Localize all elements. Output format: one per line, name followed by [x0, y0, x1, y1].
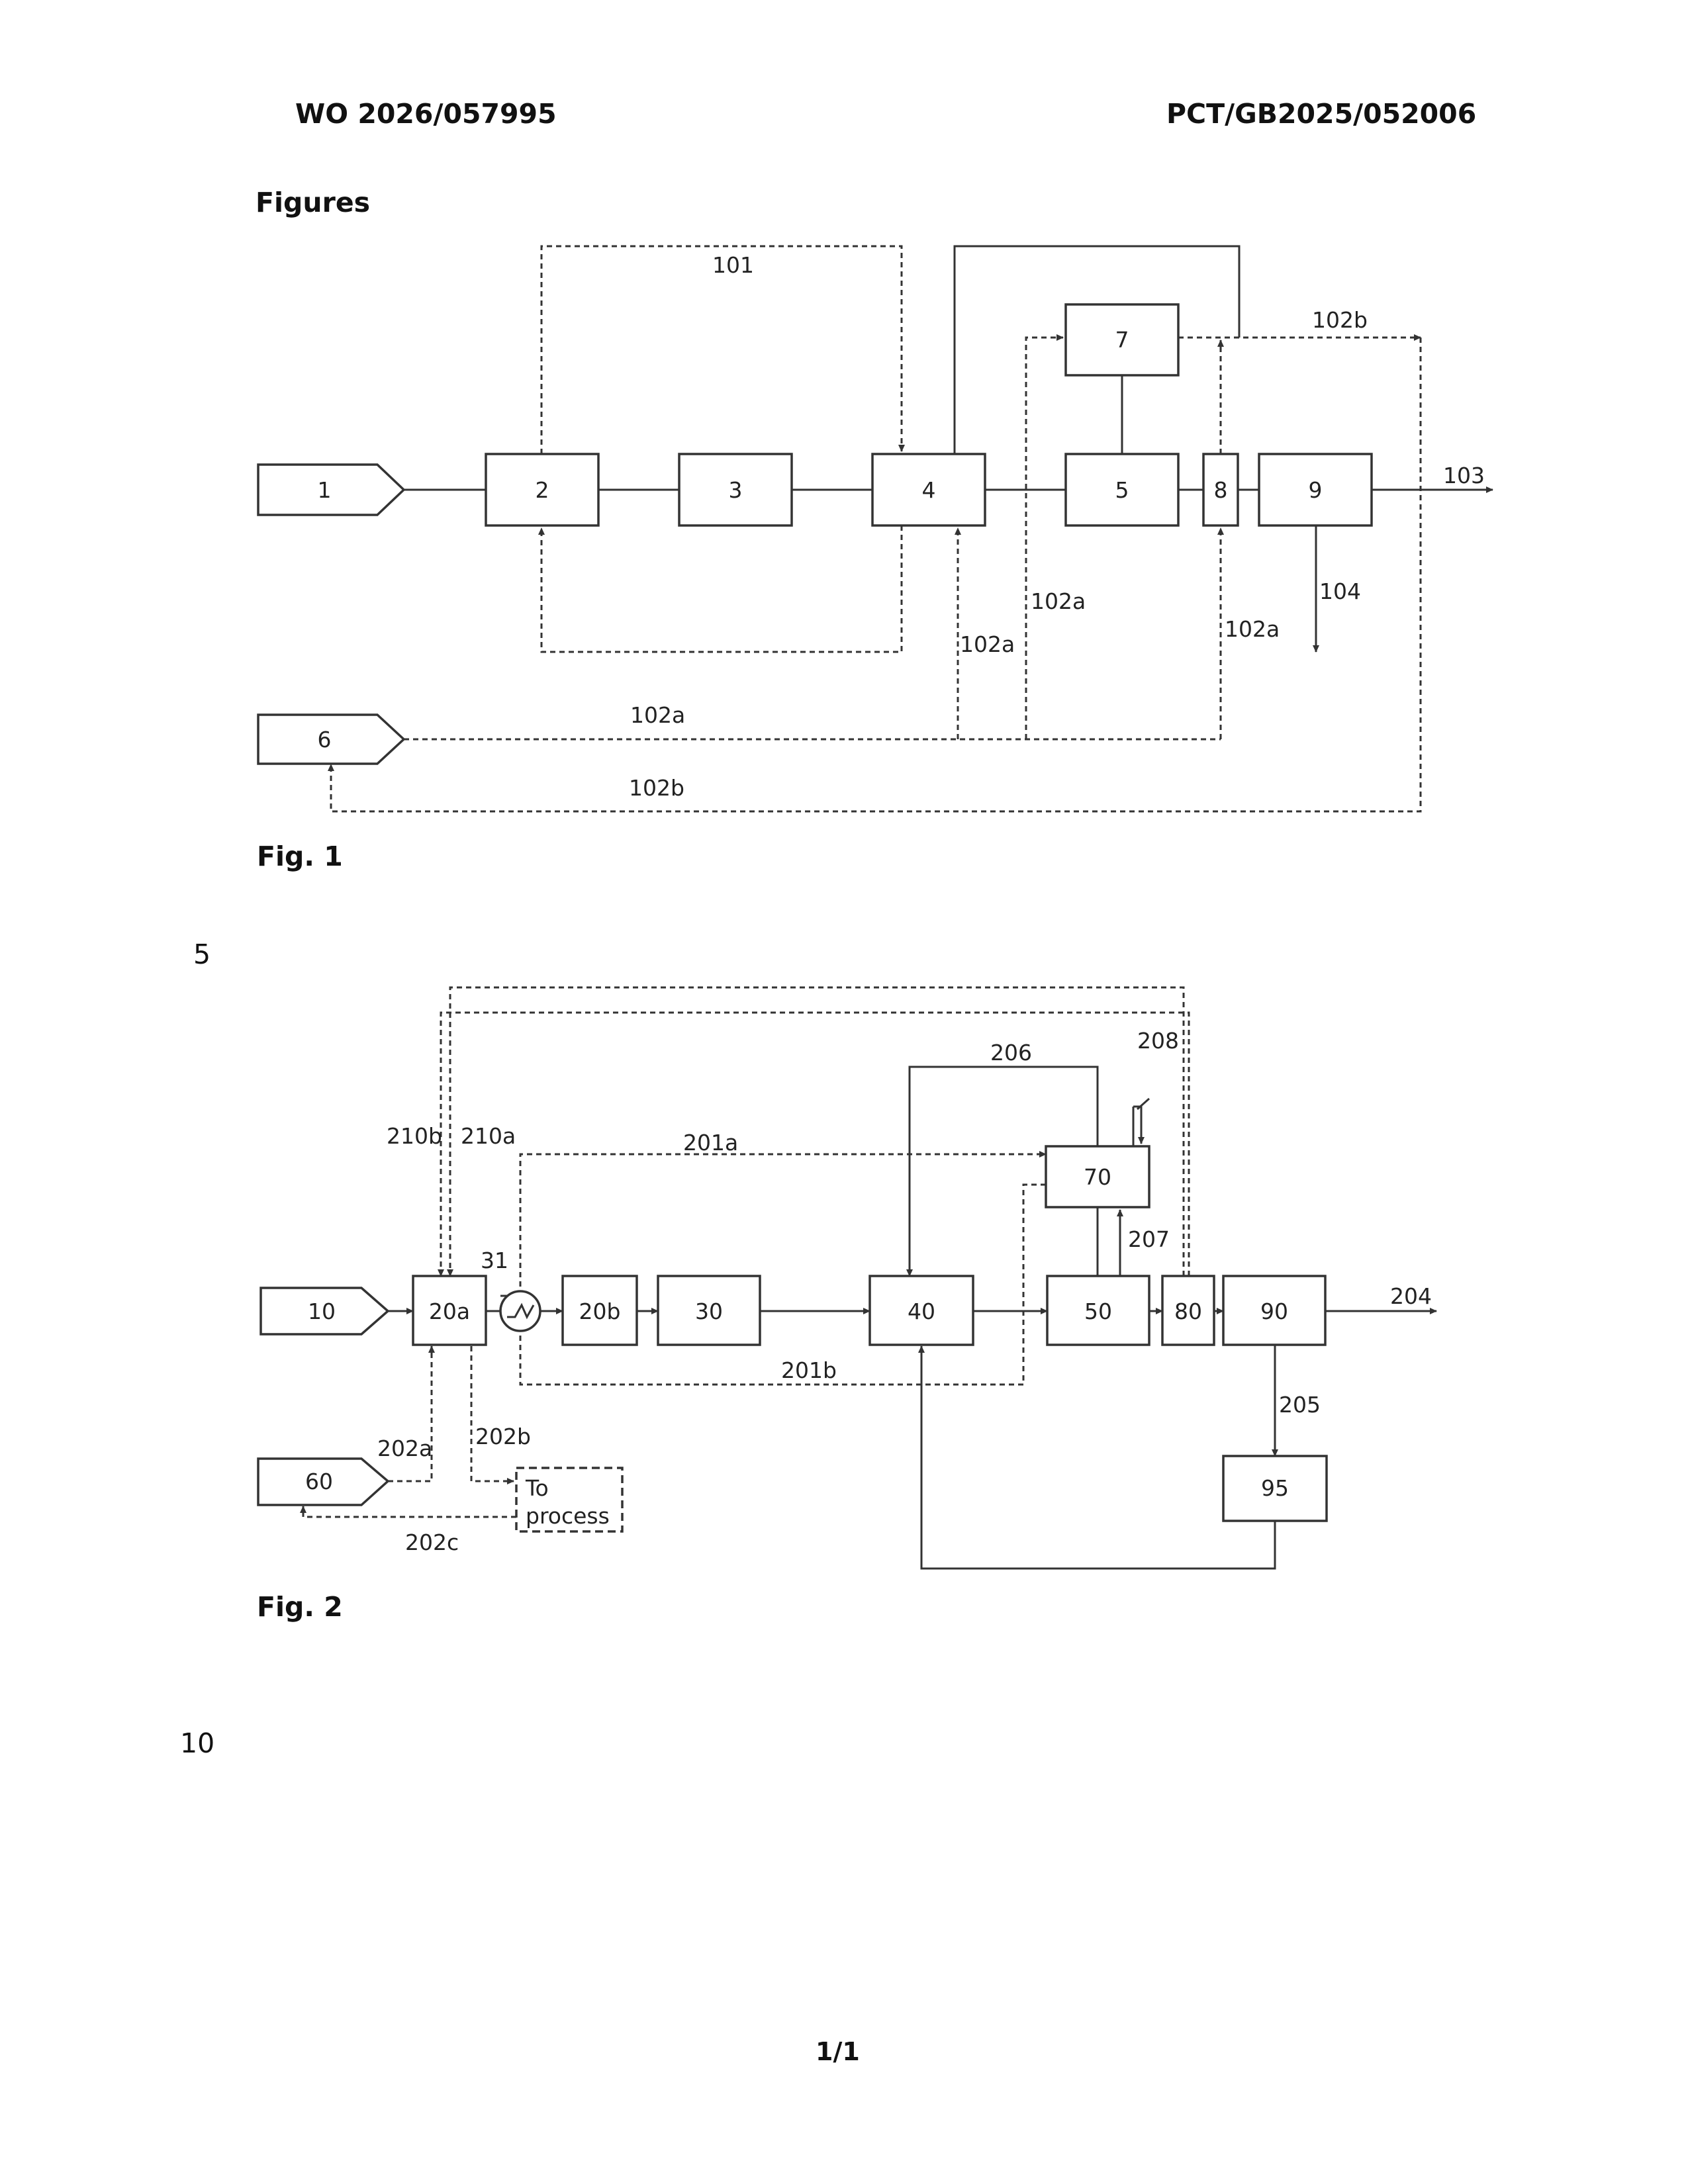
fig2-stream-202c: [303, 1506, 516, 1517]
figures-heading: Figures: [256, 187, 370, 218]
fig1-unit-4-label: 4: [922, 477, 936, 503]
fig2-label-206: 206: [990, 1040, 1032, 1066]
fig2-label-205: 205: [1279, 1392, 1321, 1418]
fig1-label-101: 101: [712, 252, 754, 278]
fig2-unit-20b-label: 20b: [579, 1298, 621, 1324]
line-number-10: 10: [180, 1727, 214, 1759]
fig2-unit-20a-label: 20a: [429, 1298, 470, 1324]
fig2-unit-80-label: 80: [1174, 1298, 1202, 1324]
figure-2-caption: Fig. 2: [257, 1591, 343, 1623]
fig2-label-202a: 202a: [377, 1435, 432, 1461]
fig2-feed-10-label: 10: [308, 1298, 336, 1324]
publication-number: WO 2026/057995: [295, 98, 557, 130]
figure-1-diagram: 1 6 2 3 4 5 7 8 9 101 102b 103 104 102a …: [0, 232, 1688, 827]
fig1-unit-3-label: 3: [729, 477, 743, 503]
fig2-heat-exchanger-31: [500, 1291, 540, 1331]
fig2-unit-40-label: 40: [908, 1298, 935, 1324]
fig1-label-102a-right: 102a: [1225, 616, 1280, 642]
fig2-stream-210a: [441, 1013, 1189, 1276]
fig1-label-102a-mid: 102a: [1031, 588, 1086, 614]
fig2-to-process-line2: process: [526, 1503, 610, 1529]
fig2-unit-70-label: 70: [1084, 1164, 1111, 1190]
application-number: PCT/GB2025/052006: [1166, 98, 1476, 130]
fig2-feed-60-label: 60: [305, 1469, 333, 1494]
fig2-label-31: 31: [481, 1248, 508, 1273]
fig1-unit-7-label: 7: [1115, 327, 1129, 353]
fig2-stream-208-line: [1133, 1107, 1141, 1144]
fig2-label-201a: 201a: [683, 1130, 738, 1156]
fig1-feed-6-label: 6: [318, 727, 332, 752]
fig2-label-210a: 210a: [461, 1123, 516, 1149]
fig1-label-102b-bottom: 102b: [629, 775, 684, 801]
fig2-label-201b: 201b: [781, 1357, 837, 1383]
fig1-label-103: 103: [1443, 463, 1485, 488]
fig2-unit-90-label: 90: [1260, 1298, 1288, 1324]
fig2-unit-30-label: 30: [695, 1298, 723, 1324]
fig1-unit-2-label: 2: [536, 477, 549, 503]
fig2-label-204: 204: [1390, 1283, 1432, 1309]
fig2-stream-202b: [471, 1346, 514, 1481]
fig2-stream-201a: [520, 1154, 1046, 1296]
fig1-stream-102b-bottom: [331, 338, 1421, 811]
fig2-label-208: 208: [1137, 1028, 1179, 1054]
fig1-unit-8-label: 8: [1214, 477, 1228, 503]
figure-2-diagram: 10 60 20a 20b 30 40 50 70 80 90 95 To pr…: [0, 979, 1688, 1588]
fig1-feed-1-label: 1: [318, 477, 332, 503]
fig1-label-102b-top: 102b: [1312, 307, 1368, 333]
fig2-label-207: 207: [1128, 1226, 1170, 1252]
fig2-stream-210b: [450, 987, 1184, 1276]
fig1-unit-9-label: 9: [1309, 477, 1323, 503]
fig2-unit-95-label: 95: [1261, 1475, 1289, 1501]
page-number: 1/1: [816, 2037, 860, 2066]
fig2-unit-50-label: 50: [1084, 1298, 1112, 1324]
fig1-unit-5-label: 5: [1115, 477, 1129, 503]
fig1-label-102a-left: 102a: [960, 631, 1015, 657]
fig2-label-202b: 202b: [475, 1424, 531, 1449]
fig2-label-202c: 202c: [405, 1529, 459, 1555]
fig1-loop-bottom: [541, 525, 902, 652]
fig2-recycle-95-to-40: [921, 1346, 1275, 1569]
fig2-to-process-line1: To: [525, 1475, 549, 1501]
figure-1-caption: Fig. 1: [257, 841, 343, 872]
fig1-label-104: 104: [1319, 578, 1361, 604]
fig2-label-210b: 210b: [387, 1123, 442, 1149]
fig1-label-102a-bottom: 102a: [630, 702, 685, 728]
line-number-5: 5: [193, 938, 211, 970]
